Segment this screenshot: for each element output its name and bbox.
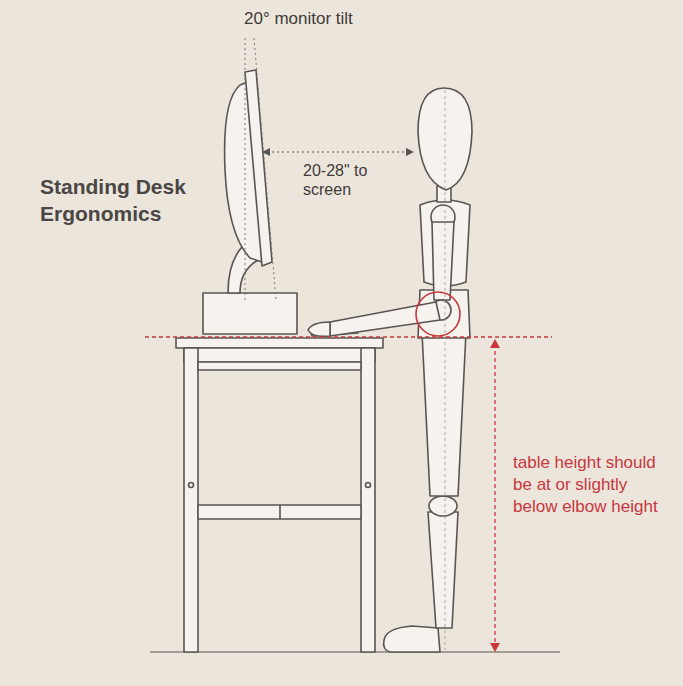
tilt-label: 20° monitor tilt bbox=[244, 8, 444, 30]
height-note: table height should be at or slightly be… bbox=[513, 452, 663, 518]
diagram-title: Standing Desk Ergonomics bbox=[40, 173, 220, 227]
distance-label: 20-28" to screen bbox=[303, 161, 403, 199]
